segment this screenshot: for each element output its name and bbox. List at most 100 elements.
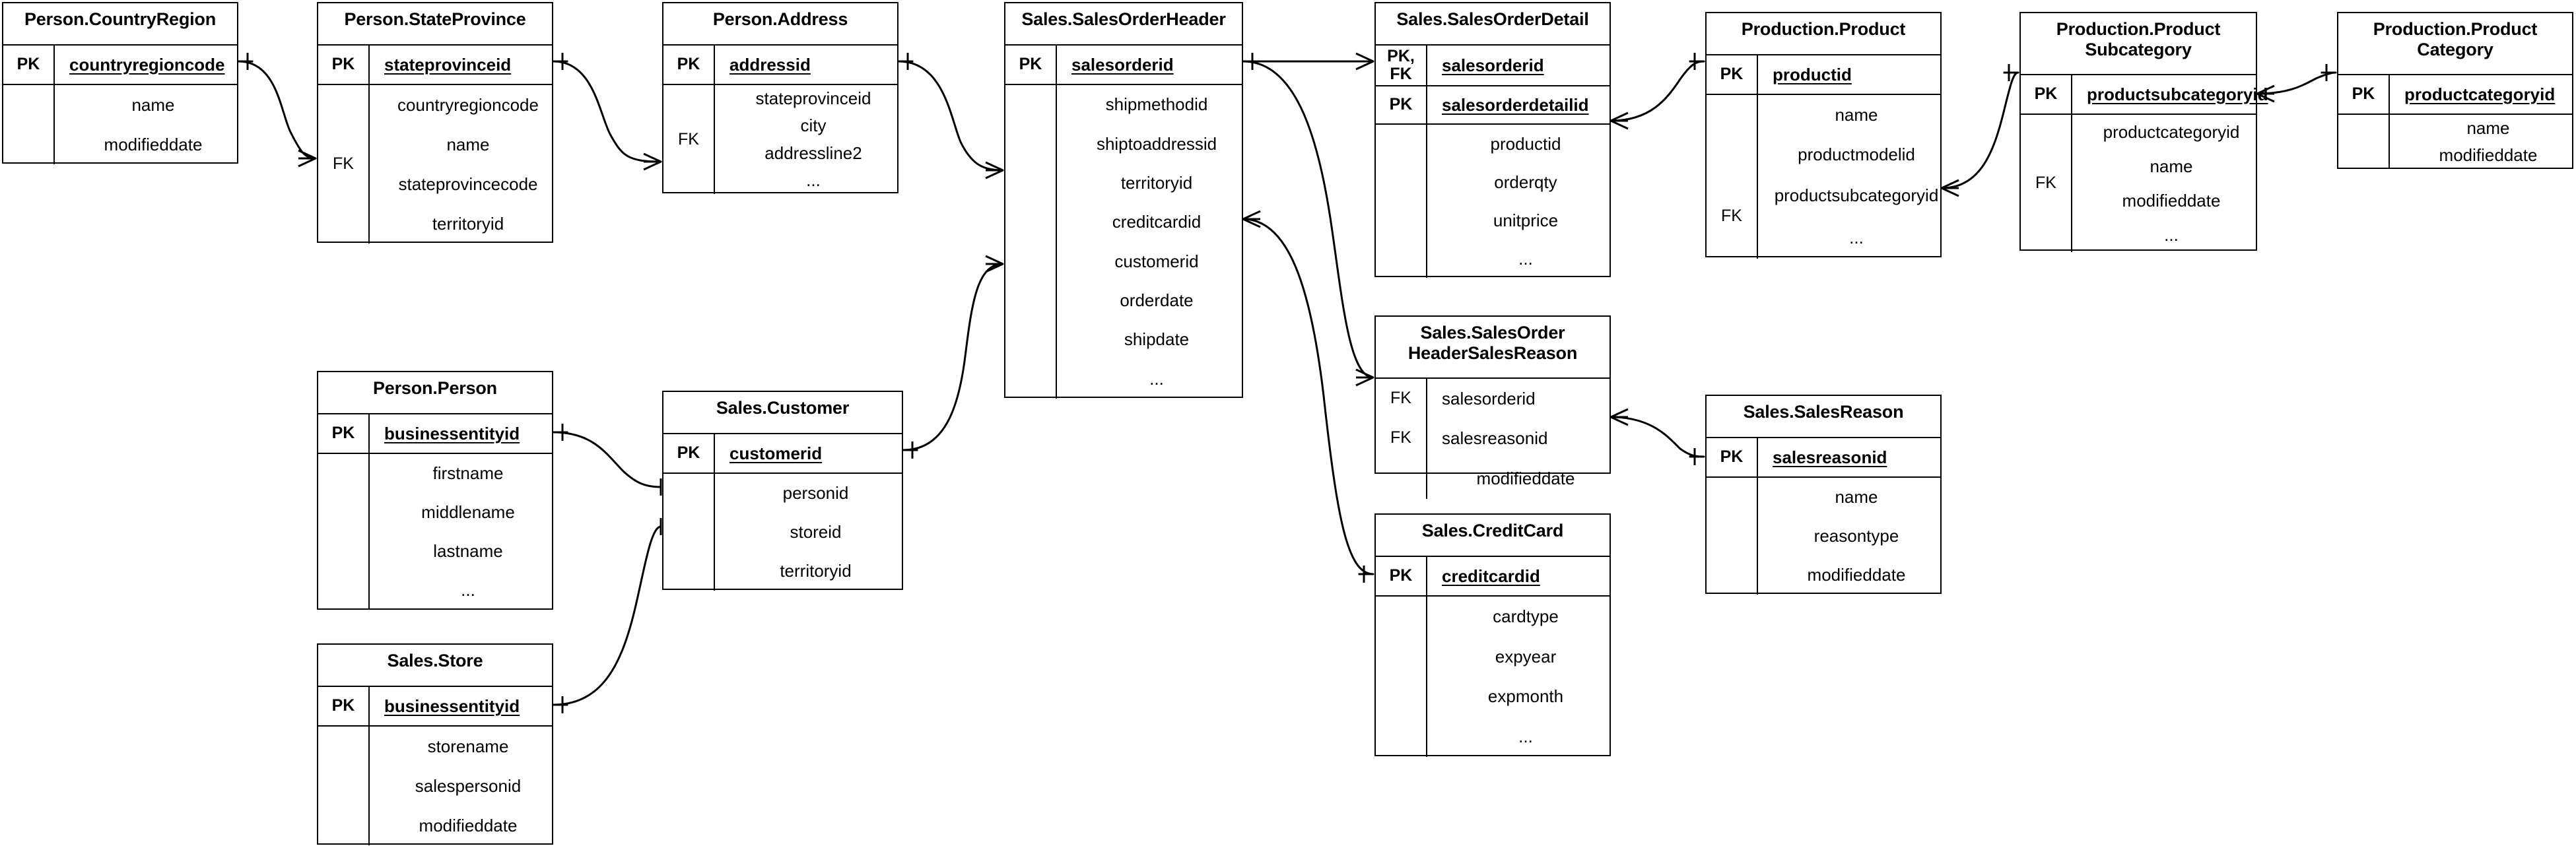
attribute-name: ... [806, 170, 821, 190]
entity-title: Sales.SalesOrder HeaderSalesReason [1407, 323, 1578, 364]
entity-title: Sales.CreditCard [1421, 521, 1564, 540]
attribute-name: addressline2 [764, 143, 862, 163]
attribute-name: salespersonid [415, 775, 522, 796]
key-label: PK [663, 434, 715, 472]
attribute-name: salesorderid [1442, 388, 1536, 408]
address-to-salesorderheader [897, 53, 1004, 179]
stateprovince-to-address [552, 53, 662, 171]
crowsfoot-prong [1355, 368, 1374, 379]
attribute-name: addressid [729, 54, 811, 75]
attribute-name: shiptoaddressid [1096, 133, 1217, 154]
attribute-name: modifieddate [104, 134, 203, 154]
attribute-row[interactable]: personid storeid territoryid [663, 474, 902, 591]
salesorderheader-to-salesorderdetail [1242, 52, 1374, 71]
attribute-name: productcategoryid [2404, 84, 2556, 104]
crowsfoot-prong [643, 152, 661, 163]
connector-path [552, 431, 662, 488]
key-label: PK [1376, 557, 1427, 595]
attribute-name: countryregioncode [69, 54, 225, 75]
crowsfoot-prong [643, 160, 661, 171]
attribute-name: creditcardid [1112, 212, 1202, 232]
attribute-name: ... [1149, 368, 1164, 389]
key-label [1707, 95, 1758, 174]
key-label [663, 474, 715, 591]
crowsfoot-prong [298, 157, 316, 168]
attribute-name: ... [1518, 248, 1533, 269]
attribute-name: productid [1773, 64, 1852, 84]
attribute-name: territoryid [1120, 172, 1193, 193]
attribute-name: storeid [790, 522, 842, 542]
attribute-name: countryregioncode [397, 94, 539, 115]
attribute-name: name [1835, 487, 1878, 507]
key-label: FK [2021, 115, 2072, 252]
productsubcategory-to-productcategory [2256, 64, 2337, 103]
attribute-name: modifieddate [1476, 468, 1575, 488]
attribute-name: productmodelid [1798, 144, 1915, 164]
attribute-name: name [2466, 118, 2510, 138]
key-label: PK [318, 414, 370, 453]
key-label [318, 727, 370, 845]
key-label [3, 85, 55, 164]
attribute-name: orderqty [1494, 172, 1557, 192]
key-label [1376, 597, 1427, 757]
attribute-name: ... [1518, 727, 1533, 747]
crowsfoot-prong [985, 263, 1003, 273]
attribute-row[interactable]: modifieddate [1376, 458, 1610, 499]
attribute-name: personid [782, 483, 849, 503]
attribute-name: territoryid [780, 561, 852, 581]
crowsfoot-prong [1355, 52, 1374, 63]
entity-title: Person.Person [373, 378, 497, 398]
attribute-name: salesorderid [1071, 54, 1174, 75]
attribute-name: productid [1490, 133, 1561, 154]
attribute-name: stateprovinceid [384, 54, 512, 75]
